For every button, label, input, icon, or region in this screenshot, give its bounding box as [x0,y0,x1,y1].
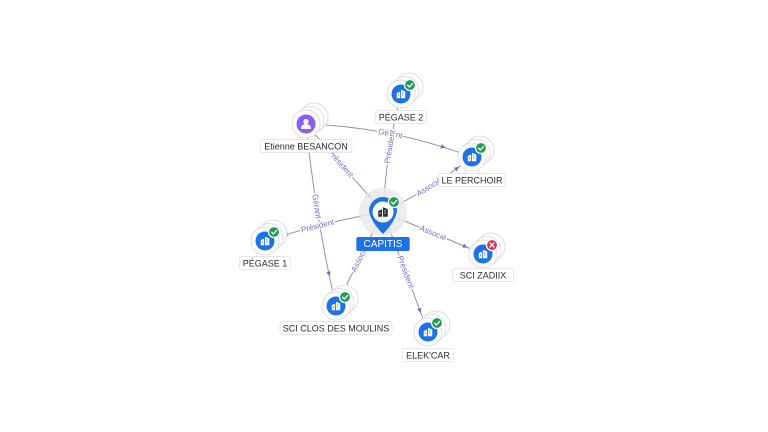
building-icon [478,249,488,259]
node-label-box [259,139,353,153]
edge-label: Gérant [310,194,323,220]
check-badge-icon [430,316,444,330]
node-label-box [356,237,410,251]
edge-line [305,123,473,158]
node-label-box [402,348,454,362]
node-label: SCI ZADIIX [460,271,507,281]
edge-label: Président [395,255,416,291]
node-label-box [438,173,506,187]
edge-arrow-icon [440,144,446,149]
node-label: Etienne BESANCON [264,142,348,152]
edge-arrow-icon [326,271,331,277]
node-elekcar[interactable]: ELEK'CAR [402,310,454,362]
node-label-box [279,321,393,335]
building-icon [260,236,270,246]
node-pegase1[interactable]: PÉGASE 1 [239,219,291,270]
node-capitis[interactable]: CAPITIS [356,188,410,251]
check-badge-icon [403,78,417,92]
building-icon [378,207,388,217]
edge-label: Président [300,217,336,234]
edge-label: Associé [418,223,448,242]
node-label: LE PERCHOIR [441,176,503,186]
person-icon [301,118,311,129]
node-label: PÉGASE 1 [243,259,288,269]
cross-badge-icon [485,238,499,252]
building-icon [396,89,406,99]
node-label: SCI CLOS DES MOULINS [283,324,390,334]
node-label-box [452,268,514,282]
node-label: CAPITIS [364,239,403,250]
edge-arrow-icon [453,166,460,172]
node-label-box [375,110,427,124]
check-badge-icon [474,141,488,155]
node-pegase2[interactable]: PÉGASE 2 [375,72,427,124]
node-label: ELEK'CAR [406,351,450,361]
node-label: PÉGASE 2 [379,113,424,123]
building-icon [331,301,341,311]
nodes-layer: CAPITIS Etienne BESANCON PÉGASE 2 LE PERCHO… [239,72,514,362]
check-badge-icon [267,225,281,239]
edge-arrow-icon [462,243,468,248]
node-sciclos[interactable]: SCI CLOS DES MOULINS [279,284,393,335]
node-label-box [239,256,291,270]
building-icon [467,152,477,162]
node-leperchoir[interactable]: LE PERCHOIR [438,135,506,187]
node-etienne[interactable]: Etienne BESANCON [259,102,353,153]
building-icon [423,327,433,337]
check-badge-icon [338,290,352,304]
node-scizadiix[interactable]: SCI ZADIIX [452,232,514,282]
edge-arrow-icon [417,307,422,314]
check-badge-icon [387,195,401,209]
